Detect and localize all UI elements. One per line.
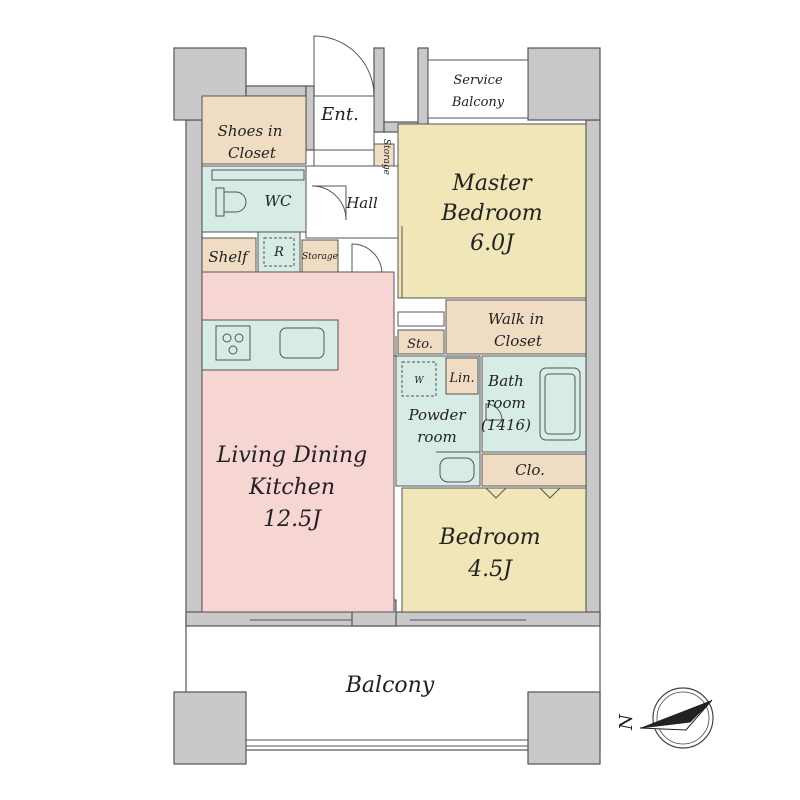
shelf xyxy=(201,237,257,273)
master-bedroom-label-1: Master xyxy=(451,171,533,196)
shelf-label: Shelf xyxy=(208,248,250,266)
right-wall xyxy=(585,119,601,621)
bedroom xyxy=(401,487,587,613)
toilet-icon xyxy=(215,187,247,217)
column-top-right xyxy=(527,47,601,121)
bathroom-label-2: room xyxy=(486,394,525,412)
left-wall xyxy=(185,119,203,621)
shoes-closet-label-2: Closet xyxy=(228,144,277,162)
wc-room xyxy=(201,165,307,233)
basin-icon xyxy=(439,457,475,483)
bathroom-label-3: (1416) xyxy=(481,416,531,434)
ent-storage-label: Storage xyxy=(381,139,391,175)
ldk-size: 12.5J xyxy=(263,507,322,532)
refrigerator-space xyxy=(257,231,301,273)
refrigerator-label: R xyxy=(273,245,284,260)
entrance xyxy=(313,95,375,151)
powder-room-label-2: room xyxy=(417,428,456,446)
stove-icon xyxy=(215,325,251,361)
washer-label: W xyxy=(414,376,424,386)
service-balcony-label-2: Balcony xyxy=(451,95,505,110)
linen-label: Lin. xyxy=(448,371,474,386)
storage-small-label: Storage xyxy=(302,252,338,262)
sto-label: Sto. xyxy=(407,337,433,352)
bedroom-size: 4.5J xyxy=(467,557,513,582)
walk-in-closet-label-2: Closet xyxy=(494,332,543,350)
north-label: N xyxy=(616,713,637,731)
closet-clo-label: Clo. xyxy=(515,461,545,479)
storage-sto xyxy=(397,329,445,355)
bathroom xyxy=(481,355,587,453)
balcony-label: Balcony xyxy=(345,673,435,698)
walk-in-closet xyxy=(445,299,587,355)
column-bottom-left xyxy=(173,691,247,765)
column-bottom-right xyxy=(527,691,601,765)
service-balcony xyxy=(427,59,529,119)
sink-icon xyxy=(279,327,325,359)
bathtub-icon xyxy=(539,367,581,441)
shoes-closet xyxy=(201,95,307,165)
master-bedroom xyxy=(397,123,587,299)
bedroom-label: Bedroom xyxy=(438,525,540,550)
ldk-label-1: Living Dining xyxy=(216,443,368,468)
linen-closet xyxy=(445,357,479,395)
compass-rose-icon xyxy=(639,687,714,749)
ldk-label-2: Kitchen xyxy=(248,475,335,500)
master-bedroom-size: 6.0J xyxy=(470,231,515,256)
entrance-label: Ent. xyxy=(320,104,359,125)
powder-room-label-1: Powder xyxy=(407,406,466,424)
entrance-door-swing xyxy=(313,35,375,97)
master-bedroom-label-2: Bedroom xyxy=(440,201,542,226)
washer-space xyxy=(401,361,437,397)
ent-storage xyxy=(373,143,395,167)
wc-label: WC xyxy=(265,192,292,210)
walk-in-closet-label-1: Walk in xyxy=(488,310,544,328)
service-balcony-label-1: Service xyxy=(453,73,503,88)
closet-clo xyxy=(481,453,587,487)
shoes-closet-label-1: Shoes in xyxy=(218,122,283,140)
bathroom-label-1: Bath xyxy=(487,372,524,390)
hall-label: Hall xyxy=(345,194,378,212)
